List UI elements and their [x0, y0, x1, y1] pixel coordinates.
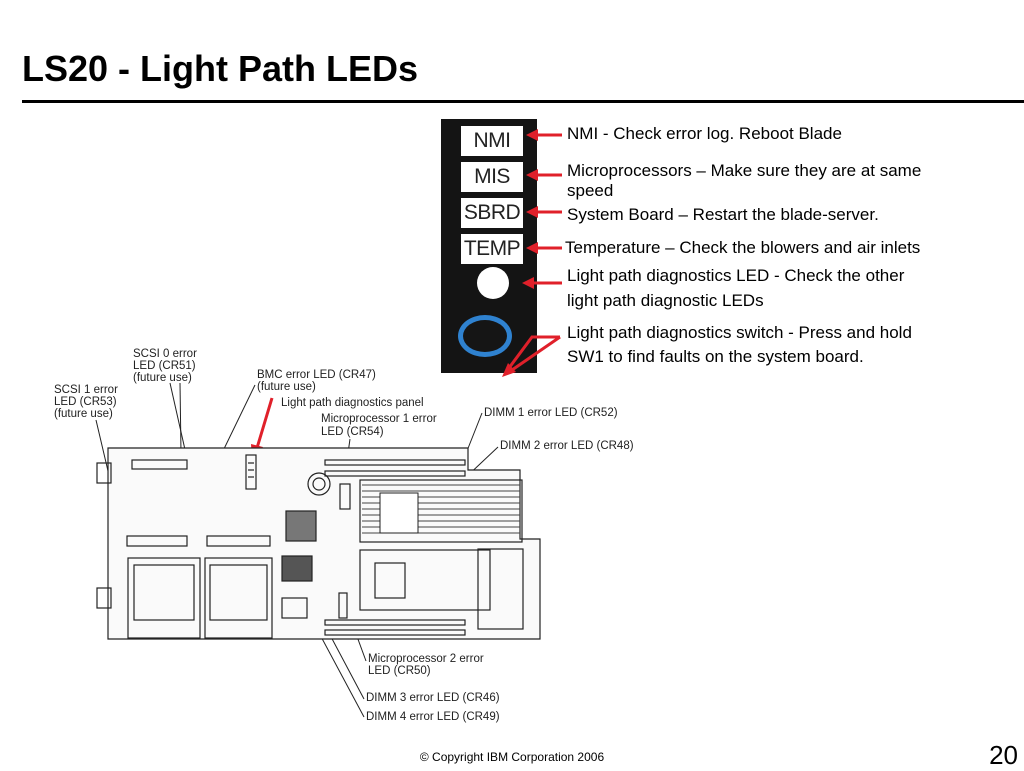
copyright: © Copyright IBM Corporation 2006 — [419, 750, 605, 764]
dimm2-label: DIMM 2 error LED (CR48) — [500, 440, 634, 452]
mis-description-line2: speed — [567, 181, 614, 200]
scsi1-label-3: (future use) — [54, 408, 113, 420]
page-number: 20 — [989, 740, 1018, 770]
dimm1-label: DIMM 1 error LED (CR52) — [484, 407, 618, 419]
led-description-line1: Light path diagnostics LED - Check the o… — [567, 266, 905, 285]
temp-description: Temperature – Check the blowers and air … — [565, 238, 921, 257]
temp-led-label: TEMP — [461, 234, 523, 264]
mis-led-label: MIS — [461, 162, 523, 192]
scsi0-label-3: (future use) — [133, 372, 192, 384]
panel-arrows — [502, 129, 562, 377]
scsi1-label-1: SCSI 1 error — [54, 384, 118, 396]
scsi1-label-2: LED (CR53) — [54, 396, 117, 408]
light-path-panel-label: Light path diagnostics panel — [281, 397, 424, 409]
led-description-line2: light path diagnostic LEDs — [567, 291, 764, 310]
board-outline — [96, 447, 541, 640]
micro1-label-1: Microprocessor 1 error — [321, 413, 437, 425]
light-path-led — [477, 267, 509, 299]
switch-description-line1: Light path diagnostics switch - Press an… — [567, 323, 912, 342]
scsi0-label-1: SCSI 0 error — [133, 348, 197, 360]
light-path-panel: NMI MIS SBRD TEMP — [441, 119, 537, 373]
micro1-label-2: LED (CR54) — [321, 426, 384, 438]
title-rule — [22, 100, 1024, 103]
scsi0-label-2: LED (CR51) — [133, 360, 196, 372]
dimm3-label: DIMM 3 error LED (CR46) — [366, 692, 500, 704]
system-board-diagram: SCSI 0 error LED (CR51) (future use) SCS… — [54, 348, 634, 723]
arrow-switch — [504, 335, 560, 373]
dimm4-label: DIMM 4 error LED (CR49) — [366, 711, 500, 723]
nmi-description: NMI - Check error log. Reboot Blade — [567, 124, 842, 143]
micro2-label-1: Microprocessor 2 error — [368, 653, 484, 665]
mis-description-line1: Microprocessors – Make sure they are at … — [567, 161, 922, 180]
processor-1-label-plate — [379, 492, 419, 534]
micro2-label-2: LED (CR50) — [368, 665, 431, 677]
sbrd-led-label: SBRD — [461, 198, 523, 228]
slide-title: LS20 - Light Path LEDs — [22, 48, 419, 89]
bmc-label-1: BMC error LED (CR47) — [257, 369, 376, 381]
nmi-led-label: NMI — [461, 126, 523, 156]
bmc-label-2: (future use) — [257, 381, 316, 393]
light-path-switch — [458, 315, 512, 357]
sbrd-description: System Board – Restart the blade-server. — [567, 205, 879, 224]
switch-description-line2: SW1 to find faults on the system board. — [567, 347, 864, 366]
